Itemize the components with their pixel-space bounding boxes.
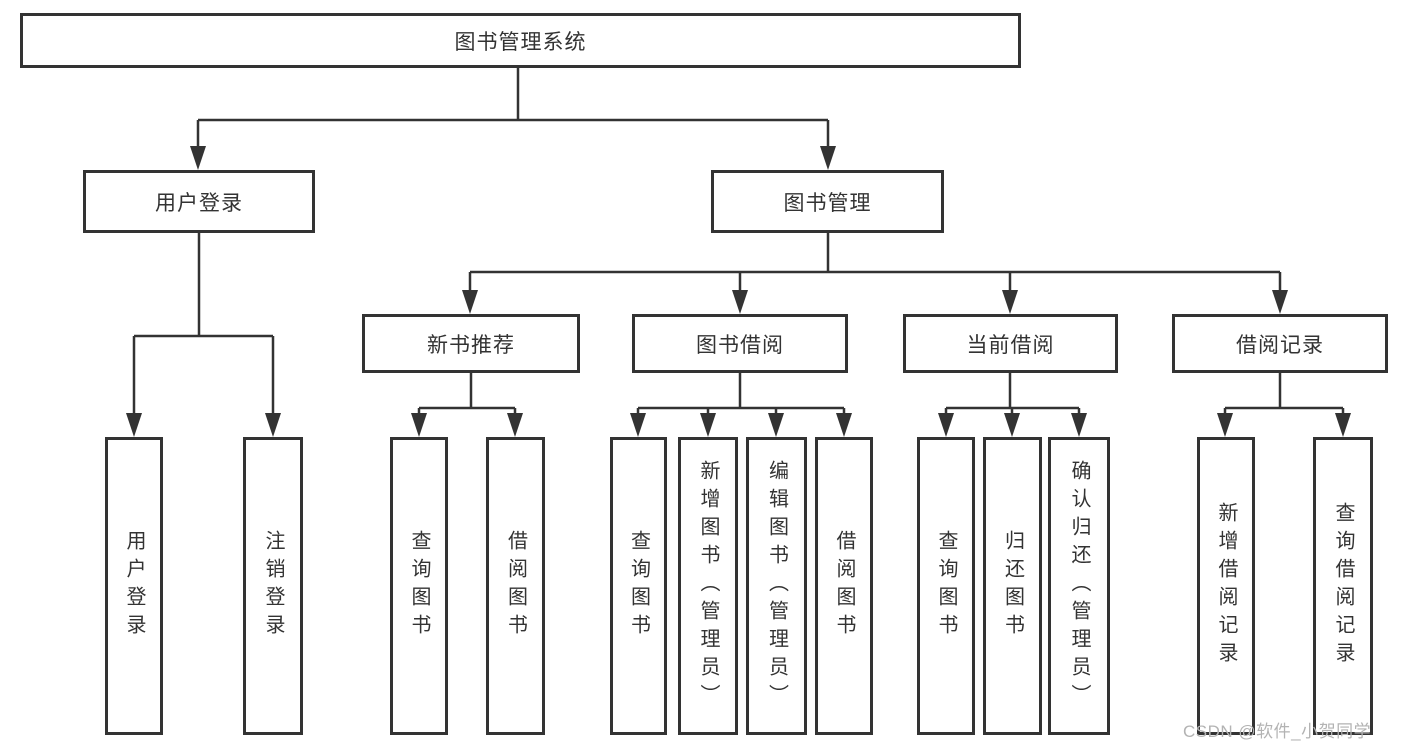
leaf-logout: 注销登录 (243, 437, 303, 735)
leaf-confirm-return-admin: 确认归还（管理员） (1048, 437, 1110, 735)
node-current-borrow-label: 当前借阅 (966, 333, 1055, 357)
leaf-add-borrow-record: 新增借阅记录 (1197, 437, 1255, 735)
node-borrow-records-label: 借阅记录 (1236, 333, 1324, 357)
leaf-borrow-books-recommend: 借阅图书 (486, 437, 545, 735)
watermark: CSDN @软件_小贺同学 (1183, 722, 1372, 741)
leaf-edit-book-admin: 编辑图书（管理员） (746, 437, 807, 735)
leaf-query-books-recommend: 查询图书 (390, 437, 448, 735)
node-current-borrow: 当前借阅 (903, 314, 1118, 373)
leaf-query-borrow-record: 查询借阅记录 (1313, 437, 1373, 735)
node-root-label: 图书管理系统 (454, 30, 587, 54)
node-new-book-recommend-label: 新书推荐 (427, 333, 515, 357)
node-user-login: 用户登录 (83, 170, 315, 233)
leaf-logout-label: 注销登录 (262, 530, 284, 642)
leaf-add-book-admin-label: 新增图书（管理员） (697, 460, 719, 712)
leaf-borrow-books-label: 借阅图书 (833, 530, 855, 642)
node-borrow-records: 借阅记录 (1172, 314, 1388, 373)
leaf-query-books-current: 查询图书 (917, 437, 975, 735)
leaf-add-borrow-record-label: 新增借阅记录 (1215, 502, 1237, 670)
node-book-management: 图书管理 (711, 170, 944, 233)
leaf-user-login: 用户登录 (105, 437, 163, 735)
node-user-login-label: 用户登录 (155, 191, 243, 215)
leaf-add-book-admin: 新增图书（管理员） (678, 437, 738, 735)
leaf-return-book: 归还图书 (983, 437, 1042, 735)
leaf-query-books-borrow: 查询图书 (610, 437, 667, 735)
node-root: 图书管理系统 (20, 13, 1021, 68)
leaf-edit-book-admin-label: 编辑图书（管理员） (765, 460, 788, 712)
leaf-user-login-label: 用户登录 (123, 530, 145, 642)
node-book-borrow: 图书借阅 (632, 314, 848, 373)
leaf-query-books-recommend-label: 查询图书 (408, 530, 430, 642)
leaf-borrow-books-recommend-label: 借阅图书 (504, 530, 527, 642)
node-new-book-recommend: 新书推荐 (362, 314, 580, 373)
node-book-management-label: 图书管理 (783, 191, 872, 215)
leaf-confirm-return-admin-label: 确认归还（管理员） (1068, 460, 1090, 712)
leaf-query-books-borrow-label: 查询图书 (627, 530, 650, 642)
leaf-query-borrow-record-label: 查询借阅记录 (1332, 502, 1354, 670)
leaf-return-book-label: 归还图书 (1001, 530, 1024, 642)
node-book-borrow-label: 图书借阅 (696, 333, 784, 357)
leaf-borrow-books: 借阅图书 (815, 437, 873, 735)
leaf-query-books-current-label: 查询图书 (935, 530, 957, 642)
